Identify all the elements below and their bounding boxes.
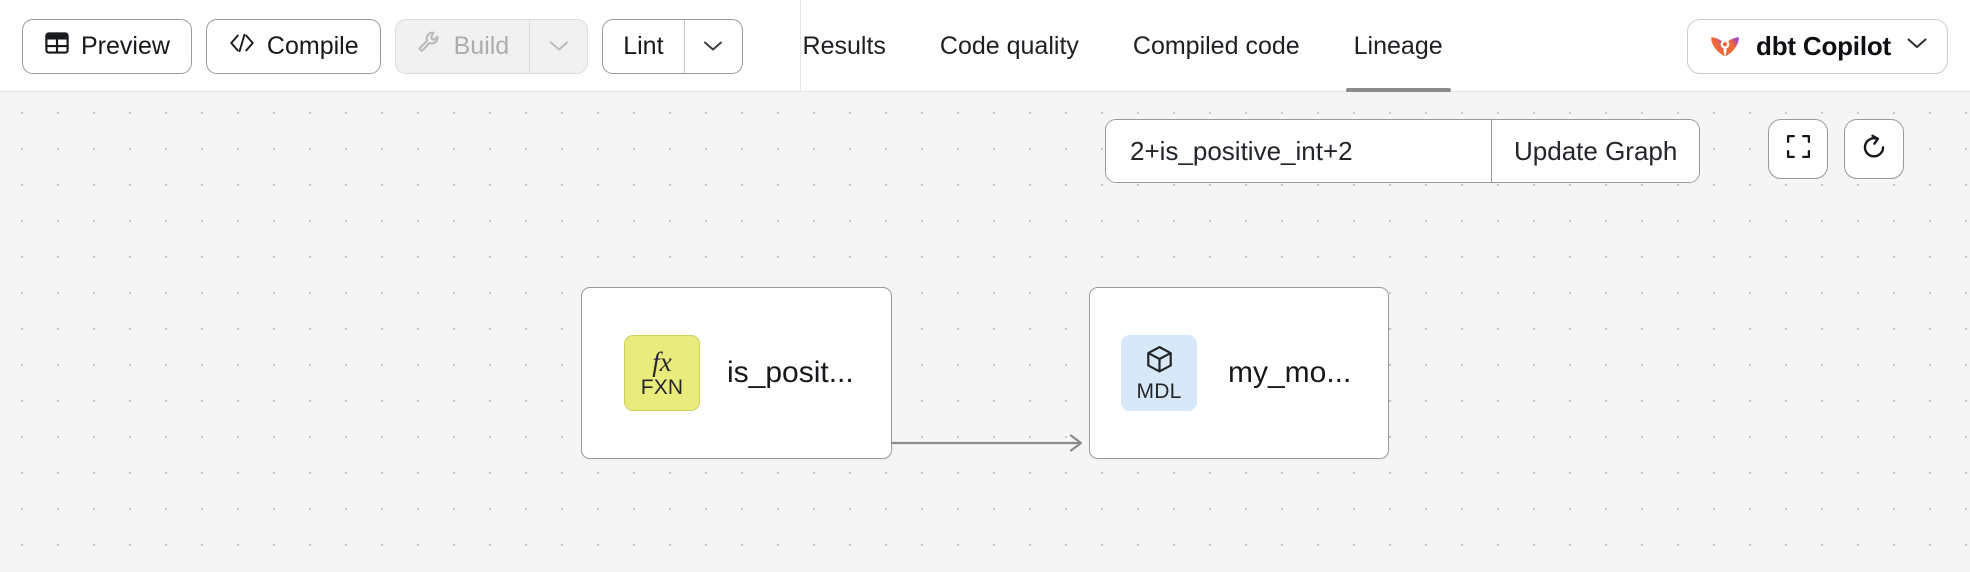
- node-badge-mdl: MDL: [1121, 335, 1197, 411]
- dbt-copilot-atom-icon: [1708, 27, 1742, 66]
- table-icon: [44, 30, 70, 63]
- tab-code-quality[interactable]: Code quality: [913, 0, 1106, 92]
- app-header: Preview Compile: [0, 0, 1970, 92]
- tab-results[interactable]: Results: [776, 0, 913, 92]
- compile-button-label: Compile: [266, 31, 359, 60]
- tab-lineage-label: Lineage: [1353, 31, 1443, 60]
- chevron-down-icon: [704, 41, 723, 51]
- build-button-group[interactable]: Build: [394, 18, 589, 74]
- copilot-container: dbt Copilot: [1687, 0, 1970, 92]
- node-label-is-positive-int: is_posit...: [727, 356, 854, 389]
- lint-button-label: Lint: [623, 31, 664, 60]
- compile-button[interactable]: Compile: [205, 18, 381, 74]
- tab-underline-active: [1345, 88, 1451, 92]
- function-icon: fx: [652, 346, 672, 377]
- lint-button[interactable]: Lint: [603, 20, 683, 73]
- lint-dropdown-toggle[interactable]: [683, 19, 742, 73]
- lineage-canvas[interactable]: Update Graph: [0, 92, 1970, 572]
- lineage-node-my-model[interactable]: MDL my_mo...: [1089, 287, 1389, 459]
- cube-icon: [1144, 344, 1175, 380]
- result-tabs: Results Code quality Compiled code Linea…: [776, 0, 1470, 92]
- lineage-edge: [880, 434, 1083, 452]
- tab-compiled-code-label: Compiled code: [1132, 31, 1300, 60]
- dbt-copilot-label: dbt Copilot: [1756, 30, 1891, 61]
- update-graph-label: Update Graph: [1514, 135, 1678, 166]
- node-badge-fxn-text: FXN: [640, 375, 684, 399]
- graph-selector: Update Graph: [1105, 119, 1701, 183]
- tab-code-quality-label: Code quality: [939, 31, 1079, 60]
- build-dropdown-toggle[interactable]: [529, 19, 587, 73]
- fit-view-button[interactable]: [1768, 119, 1828, 179]
- node-badge-mdl-text: MDL: [1136, 380, 1182, 403]
- lint-button-group[interactable]: Lint: [602, 18, 743, 74]
- toolbar-tabs-divider: [800, 0, 801, 92]
- preview-button[interactable]: Preview: [22, 18, 192, 74]
- build-button-label: Build: [453, 31, 510, 60]
- node-badge-fxn: fx FXN: [624, 335, 700, 411]
- tab-compiled-code[interactable]: Compiled code: [1106, 0, 1327, 92]
- tab-results-label: Results: [802, 31, 886, 60]
- lineage-node-is-positive-int[interactable]: fx FXN is_posit...: [581, 287, 892, 459]
- fullscreen-corners-icon: [1785, 133, 1812, 165]
- code-brackets-icon: [228, 32, 256, 61]
- build-button[interactable]: Build: [396, 20, 530, 73]
- editor-toolbar: Preview Compile: [0, 0, 743, 92]
- chevron-down-icon: [1905, 36, 1929, 56]
- chevron-down-icon: [549, 41, 568, 51]
- canvas-action-buttons: [1768, 119, 1904, 179]
- graph-selector-input[interactable]: [1106, 120, 1491, 182]
- tab-lineage[interactable]: Lineage: [1327, 0, 1470, 92]
- update-graph-button[interactable]: Update Graph: [1491, 120, 1700, 182]
- refresh-graph-button[interactable]: [1844, 119, 1904, 179]
- graph-selector-controls: Update Graph: [1105, 119, 1701, 183]
- wrench-icon: [416, 29, 443, 63]
- node-label-my-model: my_mo...: [1228, 356, 1352, 389]
- refresh-icon: [1860, 133, 1888, 166]
- preview-button-label: Preview: [81, 31, 170, 60]
- dbt-copilot-button[interactable]: dbt Copilot: [1687, 18, 1948, 74]
